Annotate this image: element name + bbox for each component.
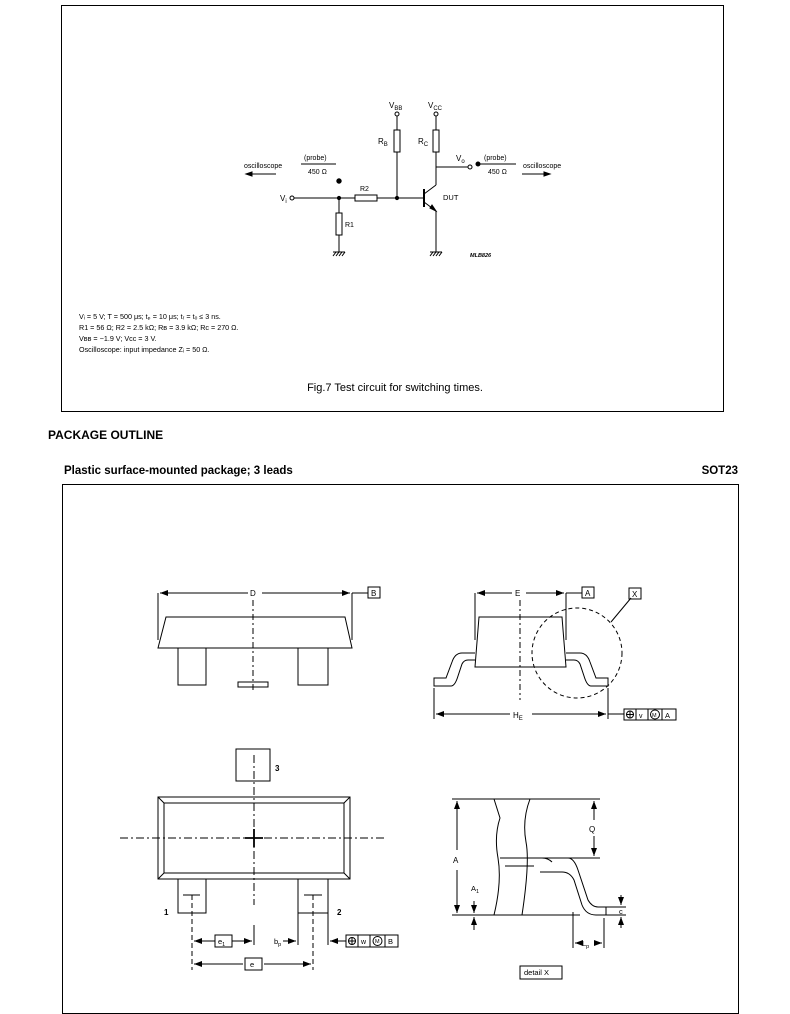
svg-text:c: c	[619, 907, 623, 916]
note-line: Vᵢ = 5 V; T = 500 μs; tₚ = 10 μs; tᵣ = t…	[79, 312, 221, 321]
datum-b-box	[367, 586, 381, 599]
figure-notes: Vᵢ = 5 V; T = 500 μs; tₚ = 10 μs; tᵣ = t…	[79, 311, 239, 355]
svg-text:oscilloscope: oscilloscope	[244, 163, 282, 170]
svg-text:HE: HE	[513, 711, 523, 722]
svg-text:DUT: DUT	[443, 193, 459, 202]
svg-text:2: 2	[337, 908, 342, 917]
svg-text:M: M	[375, 939, 380, 945]
svg-text:oscilloscope: oscilloscope	[523, 163, 561, 170]
svg-text:B: B	[388, 937, 393, 946]
package-body-side	[157, 616, 353, 649]
svg-text:RB: RB	[378, 137, 388, 148]
svg-text:A1: A1	[471, 884, 479, 895]
note-line: Oscilloscope: input impedance Zᵢ = 50 Ω.	[79, 345, 210, 354]
package-code: SOT23	[701, 465, 738, 477]
svg-text:A: A	[585, 589, 591, 598]
svg-text:M: M	[652, 713, 657, 719]
svg-text:e1: e1	[218, 937, 225, 948]
tolerance-frame-ve	[623, 708, 677, 721]
detail-x-box	[628, 587, 642, 600]
datum-a-box	[581, 586, 595, 599]
svg-text:R1: R1	[345, 222, 354, 229]
svg-text:X: X	[632, 590, 638, 599]
svg-text:A: A	[453, 856, 459, 865]
svg-text:bp: bp	[274, 937, 281, 948]
figure-frame	[61, 5, 724, 412]
svg-text:e: e	[250, 960, 254, 969]
svg-text:1: 1	[164, 908, 169, 917]
svg-text:450 Ω: 450 Ω	[488, 169, 507, 176]
detail-x-label-box	[519, 965, 563, 980]
note-line: Vʙʙ = −1.9 V; Vᴄᴄ = 3 V.	[79, 334, 157, 343]
svg-text:detail X: detail X	[524, 968, 549, 977]
svg-text:Vi: Vi	[280, 194, 287, 205]
svg-text:450 Ω: 450 Ω	[308, 169, 327, 176]
svg-text:(probe): (probe)	[484, 155, 507, 162]
svg-text:3: 3	[275, 764, 280, 773]
svg-text:MLB826: MLB826	[470, 253, 492, 259]
svg-text:R2: R2	[360, 186, 369, 193]
svg-text:B: B	[371, 589, 376, 598]
section-heading: PACKAGE OUTLINE	[48, 428, 164, 442]
svg-text:VBB: VBB	[389, 101, 402, 112]
svg-text:v: v	[639, 713, 643, 720]
package-title: Plastic surface-mounted package; 3 leads	[64, 465, 293, 477]
svg-text:Lp: Lp	[582, 939, 589, 950]
svg-text:A: A	[665, 711, 670, 720]
figure-caption: Fig.7 Test circuit for switching times.	[307, 382, 483, 394]
svg-text:VCC: VCC	[428, 101, 443, 112]
svg-text:E: E	[515, 589, 520, 598]
svg-text:Vo: Vo	[456, 154, 465, 165]
svg-text:(probe): (probe)	[304, 155, 327, 162]
svg-text:Q: Q	[589, 825, 595, 834]
svg-text:RC: RC	[418, 137, 429, 148]
svg-text:w: w	[360, 939, 367, 946]
package-body-end	[474, 616, 567, 668]
tolerance-frame-wb	[345, 934, 399, 948]
note-line: R1 = 56 Ω; R2 = 2.5 kΩ; Rʙ = 3.9 kΩ; Rᴄ …	[79, 323, 239, 332]
svg-text:D: D	[250, 589, 256, 598]
